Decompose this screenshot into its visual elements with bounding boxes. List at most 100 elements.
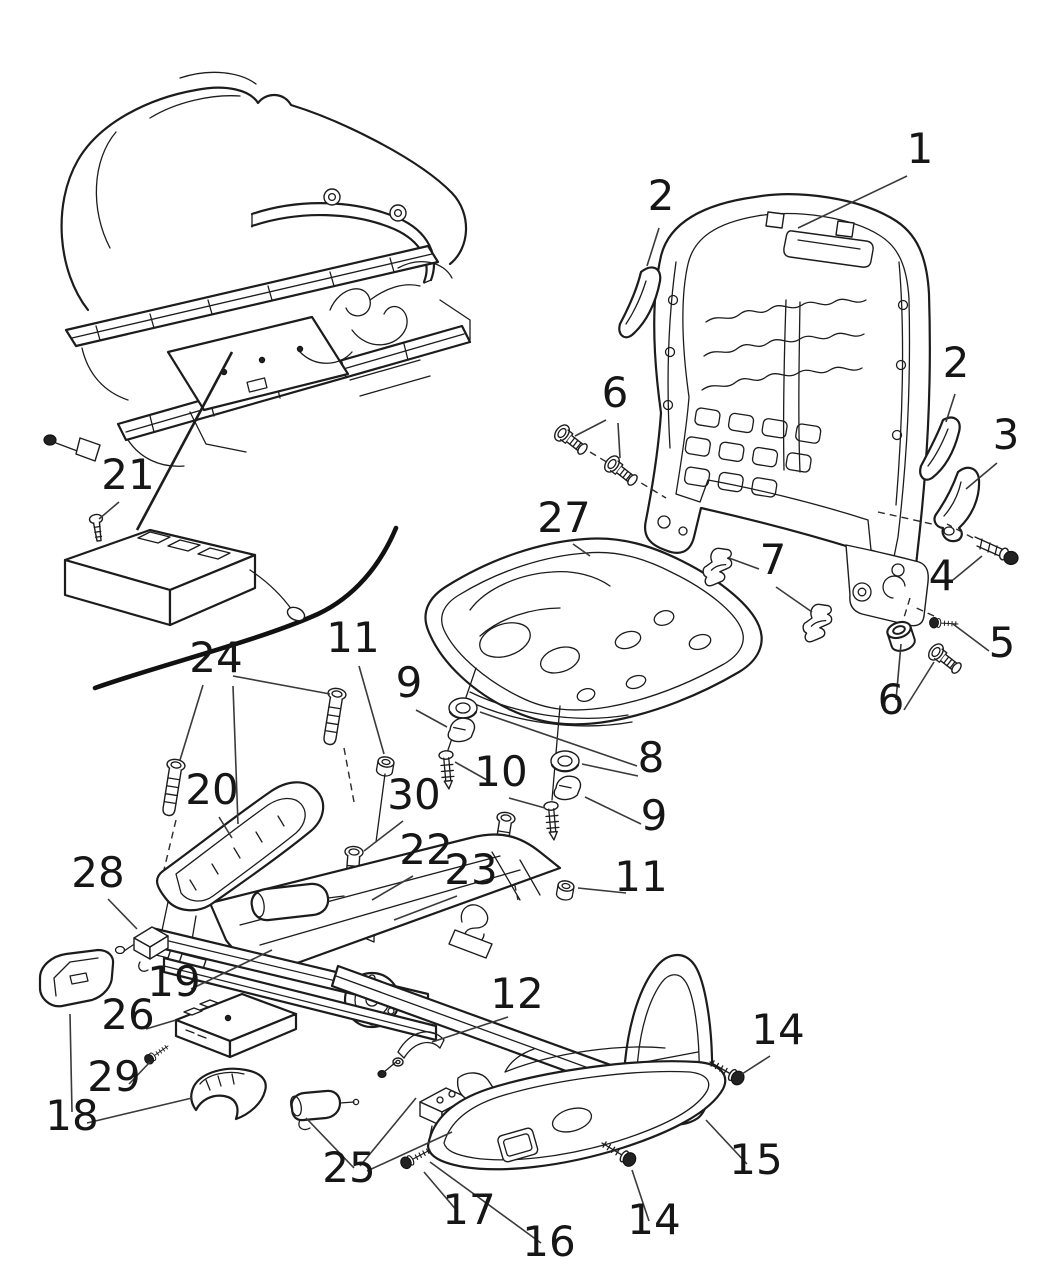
recliner-bracket [845,544,929,627]
callout-label-8: 8 [638,733,665,782]
nut-clip-right [554,878,576,902]
module-location-line [135,351,234,531]
spring-mat [683,407,822,498]
callout-label-29: 29 [87,1052,140,1101]
callout-leader-2 [945,393,956,423]
assembled-seat-underside-view [43,71,472,467]
callout-label-22: 22 [399,825,452,874]
lumbar-wires [701,298,867,391]
callout-leader-25 [305,1117,355,1169]
cushion-top-line [179,71,257,85]
callout-leader-16 [429,1161,542,1244]
callout-leader-7 [728,557,760,570]
callout-label-21: 21 [101,450,154,499]
trim-cap-right [919,416,961,481]
callout-label-6: 6 [602,368,629,417]
switch-bezel [497,1127,539,1163]
recliner-pivot-bolt [946,523,1019,566]
seat-module [63,512,306,627]
callout-leader-25 [359,1097,417,1167]
callout-label-27: 27 [537,493,590,542]
seat-cushion-pan [424,537,763,727]
callout-leader-10 [454,761,488,781]
pan-grommet-left [447,696,479,720]
pan-clip-left [445,715,478,744]
callout-leader-6 [617,422,621,459]
seat-riser-assembly [143,781,659,1102]
callout-leader-9 [415,709,448,728]
callout-leader-8 [581,763,639,777]
callout-leader-24 [179,684,204,761]
callout-label-12: 12 [490,969,543,1018]
adjuster-screw [911,605,959,630]
callout-leader-19 [190,949,273,990]
separator-arc [92,525,399,691]
callout-leader-14 [631,1169,650,1222]
module-screw [142,1041,172,1067]
callout-leader-27 [572,543,591,557]
callout-leader-24 [232,685,239,825]
callout-label-9: 9 [396,658,423,707]
callout-label-16: 16 [522,1217,575,1266]
riser-support-bracket [397,1031,445,1059]
callout-label-24: 24 [189,633,242,682]
pan-grommet-right [549,749,581,773]
callout-label-11: 11 [326,613,379,662]
handle-recess [551,1107,593,1133]
callout-leader-24 [232,675,331,695]
callout-label-9: 9 [641,791,668,840]
callout-leader-1 [797,175,908,229]
wiring-harness [299,261,453,364]
callout-leader-17 [423,1171,459,1213]
callout-layer: 1223456678991011111214141516171819202122… [45,124,1019,1266]
callout-leader-11 [577,887,627,894]
callout-leader-6 [895,643,902,701]
callout-label-17: 17 [442,1185,495,1234]
pan-latch-right [798,601,837,644]
callout-leader-26 [145,1019,177,1030]
callout-label-26: 26 [101,990,154,1039]
front-bracket [114,926,169,972]
callout-leader-11 [358,665,385,755]
track-end-cover-cup [190,1067,267,1121]
callout-label-30: 30 [387,770,440,819]
recliner-handle [877,466,981,543]
callout-label-23: 23 [444,845,497,894]
callout-leader-4 [952,555,983,581]
callout-label-1: 1 [907,124,934,173]
pivot-bolts-left [551,421,667,499]
pan-latch-left [698,545,737,588]
pivot-bolts-right [884,597,966,678]
callout-leader-29 [128,1061,151,1085]
trim-cap-left [618,266,662,339]
callout-label-14: 14 [751,1005,804,1054]
callout-label-4: 4 [929,551,956,600]
callout-label-3: 3 [993,410,1020,459]
callout-label-19: 19 [147,957,200,1006]
callout-leader-14 [741,1055,771,1075]
track-motor [250,882,345,922]
headrest-slot [783,230,874,268]
callout-label-25: 25 [322,1143,375,1192]
outer-shield [426,1046,727,1171]
callout-label-10: 10 [474,747,527,796]
callout-leader-28 [107,898,138,930]
callout-leader-5 [952,623,990,652]
callout-leader-18 [86,1097,193,1124]
callout-leader-7 [775,586,813,613]
callout-leader-25 [366,1131,453,1172]
callout-leader-12 [431,1016,509,1043]
callout-leader-23 [393,895,458,921]
callout-leader-18 [69,1013,73,1113]
callout-label-11: 11 [614,852,667,901]
callout-leader-21 [98,501,120,520]
callout-leader-6 [903,661,935,711]
callout-label-14: 14 [627,1195,680,1244]
callout-label-2: 2 [648,171,675,220]
push-pin-left [437,749,457,791]
callout-label-5: 5 [989,618,1016,667]
callout-leader-9 [584,796,642,825]
callout-leader-15 [705,1119,748,1165]
